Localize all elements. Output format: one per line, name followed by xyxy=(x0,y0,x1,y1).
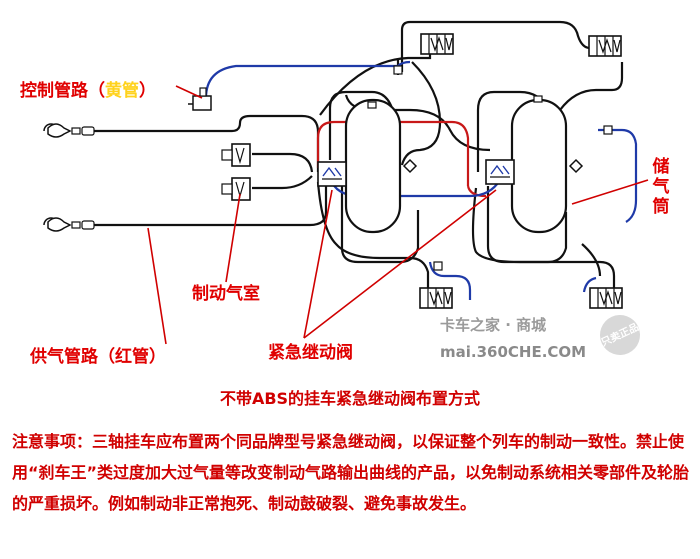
brake-chamber-left-1 xyxy=(221,143,251,167)
diagram-title: 不带ABS的挂车紧急继动阀布置方式 xyxy=(219,389,481,408)
control-coupler xyxy=(43,123,95,138)
drain-valves xyxy=(367,65,613,271)
label-control-suffix: ） xyxy=(139,81,156,101)
label-control-line: 控制管路（黄管） xyxy=(20,76,156,101)
brake-chamber-top-2 xyxy=(588,35,622,57)
emergency-relay-valve-2 xyxy=(485,159,515,185)
control-valve xyxy=(188,87,212,111)
label-relay-valve: 紧急继动阀 xyxy=(268,343,353,363)
label-control-color: 黄管 xyxy=(105,81,139,101)
watermark-brand: 卡车之家 · 商城 xyxy=(440,316,547,334)
brake-chamber-bottom-2 xyxy=(589,287,623,309)
reservoir-tank-1 xyxy=(344,98,418,234)
brake-system-diagram xyxy=(43,20,649,345)
notes-paragraph: 注意事项：三轴挂车应布置两个同品牌型号紧急继动阀，以保证整个列车的制动一致性。禁… xyxy=(12,432,690,513)
label-pointers xyxy=(147,85,649,345)
reservoir-tank-2 xyxy=(510,98,584,234)
emergency-relay-valve-1 xyxy=(317,161,347,187)
supply-coupler xyxy=(43,217,95,232)
brake-chamber-top-1 xyxy=(420,33,454,55)
brake-chamber-left-2 xyxy=(221,177,251,201)
brake-chamber-bottom-1 xyxy=(419,287,453,309)
watermark-url: mai.360CHE.COM xyxy=(440,343,587,361)
label-air-tank: 储气筒 xyxy=(652,157,670,217)
label-brake-chamber: 制动气室 xyxy=(192,284,260,304)
label-control-prefix: 控制管路（ xyxy=(20,81,105,101)
label-supply-line: 供气管路（红管） xyxy=(30,347,166,367)
